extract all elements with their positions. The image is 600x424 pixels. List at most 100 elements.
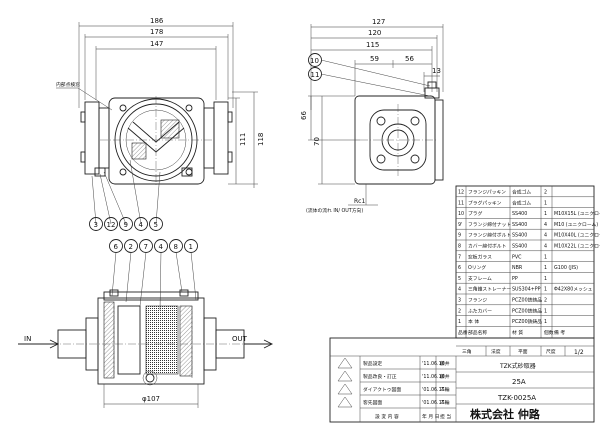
side-view: 127 120 115 59 56 13 66 70 10 11 xyxy=(300,18,444,214)
history-by-4: 三輪 xyxy=(440,399,450,406)
parts-cell-name: ふたカバー xyxy=(468,308,492,314)
dim-120: 120 xyxy=(368,29,381,37)
balloon-7: 7 xyxy=(144,243,148,251)
dim-178: 178 xyxy=(150,28,163,36)
dim-phi107: φ107 xyxy=(142,395,160,403)
parts-header-qty: 個数 xyxy=(544,329,554,336)
parts-table xyxy=(455,185,595,339)
history-by-3: 三輪 xyxy=(440,386,450,393)
parts-cell-no: 8 xyxy=(458,244,461,250)
parts-cell-mat: SS400 xyxy=(512,233,527,239)
scale-cell-2: 法度 xyxy=(491,348,501,355)
balloon-5: 5 xyxy=(154,221,158,229)
balloon-8: 8 xyxy=(174,243,178,251)
parts-cell-qty: 1 xyxy=(544,200,547,206)
history-label-4: 客先図面 xyxy=(363,399,382,406)
dim-115: 115 xyxy=(366,41,379,49)
product-name: TZK式砂取器 xyxy=(499,362,536,370)
dim-59: 59 xyxy=(370,55,379,63)
dim-70: 70 xyxy=(313,137,321,146)
balloon-12: 12 xyxy=(107,221,116,229)
parts-cell-note: M10X15L (ユニクローム) xyxy=(554,211,600,217)
parts-cell-qty: 1 xyxy=(544,211,547,217)
out-label: OUT xyxy=(232,335,248,343)
dim-127: 127 xyxy=(372,18,385,26)
parts-header-note: 備 考 xyxy=(554,329,565,336)
in-label: IN xyxy=(24,335,31,343)
parts-cell-note: M10 (ユニクローム) xyxy=(554,222,598,228)
balloon-4b: 4 xyxy=(159,243,164,251)
parts-cell-qty: 4 xyxy=(544,244,547,250)
inner-window-label: 内部点検窓 xyxy=(56,81,80,88)
balloon-4: 4 xyxy=(139,221,144,229)
product-size: 25A xyxy=(512,378,526,386)
balloon-9: 9 xyxy=(124,221,128,229)
parts-header-name: 部品名称 xyxy=(468,329,487,336)
parts-cell-name: フランジ xyxy=(468,298,487,304)
parts-cell-no: 9' xyxy=(458,222,462,228)
balloon-1: 1 xyxy=(189,243,193,251)
balloon-2: 2 xyxy=(129,243,133,251)
scale-value: 1/2 xyxy=(574,349,584,356)
parts-cell-no: 5 xyxy=(458,276,461,282)
history-date-4: '01.06.15 xyxy=(422,400,445,406)
parts-header-no: 品番 xyxy=(458,329,468,336)
parts-cell-mat: PVC xyxy=(512,254,522,260)
balloon-11: 11 xyxy=(311,71,320,79)
balloon-10: 10 xyxy=(310,57,319,65)
balloon-6: 6 xyxy=(114,243,119,251)
parts-cell-no: 9 xyxy=(458,233,461,239)
parts-cell-mat: SS400 xyxy=(512,211,527,217)
parts-cell-name: 本 体 xyxy=(468,318,479,325)
parts-cell-no: 10 xyxy=(458,211,464,217)
history-by-1: 藤井 xyxy=(440,360,450,367)
parts-cell-mat: SS400 xyxy=(512,244,527,250)
flow-note: (流体の流れ IN/ OUT方向) xyxy=(306,207,363,214)
parts-cell-name: フランジ締付ボルト xyxy=(468,232,511,239)
scale-cell-4: 尺度 xyxy=(546,348,556,355)
history-label-1: 製品設定 xyxy=(363,360,382,367)
parts-cell-no: 11 xyxy=(458,200,464,206)
parts-cell-qty: 1 xyxy=(544,287,547,293)
parts-header-mat: 材 質 xyxy=(512,329,523,336)
parts-cell-no: 4 xyxy=(458,287,461,293)
parts-cell-name: 窓板ガラス xyxy=(468,253,492,260)
parts-cell-note: G100 (JIS) xyxy=(554,265,578,271)
rc-label: Rc1 xyxy=(354,198,365,205)
dim-56: 56 xyxy=(405,55,414,63)
balloon-3: 3 xyxy=(94,221,98,229)
parts-cell-mat: NBR xyxy=(512,265,523,271)
scale-cell-1: 三角 xyxy=(462,348,472,355)
drawing-number: TZK-0025A xyxy=(497,394,536,402)
parts-cell-note: M10X22L (ユニクローム) xyxy=(554,244,600,250)
parts-cell-name: フランジ締付ナット xyxy=(468,221,511,228)
parts-cell-qty: 1 xyxy=(544,319,547,325)
parts-cell-mat: PCZ00鉄鋳品 xyxy=(512,318,542,325)
parts-cell-qty: 1 xyxy=(544,265,547,271)
parts-cell-name: Oリング xyxy=(468,264,486,271)
scale-cell-3: 平面 xyxy=(518,349,528,355)
history-date-2: '11.06.10 xyxy=(422,374,445,380)
history-by-5: 担 当 xyxy=(440,413,451,420)
parts-cell-name: フランジパッキン xyxy=(468,190,506,196)
dim-147: 147 xyxy=(150,40,163,48)
parts-cell-qty: 2 xyxy=(544,190,547,196)
parts-cell-no: 3 xyxy=(458,298,461,304)
parts-cell-qty: 1 xyxy=(544,254,547,260)
parts-cell-qty: 1 xyxy=(544,276,547,282)
parts-cell-no: 7 xyxy=(458,254,461,260)
parts-cell-note: Φ42X80メッシュ xyxy=(554,287,593,293)
dim-111: 111 xyxy=(239,133,247,146)
parts-cell-no: 12 xyxy=(458,190,464,196)
parts-cell-name: カバー締付ボルト xyxy=(468,243,507,250)
history-date-5: 年 月 日 xyxy=(422,413,439,420)
parts-cell-name: プラグパッキン xyxy=(468,199,502,206)
history-label-3: ダイアクトゥ図面 xyxy=(363,386,401,393)
title-block: 三角 法度 平面 尺度 1/2 TZK式砂取器 25A TZK-0025A 株式… xyxy=(329,337,595,423)
parts-cell-mat: 合成ゴム xyxy=(512,189,531,196)
history-date-1: '11.06.10 xyxy=(422,361,445,367)
history-date-3: '01.06.15 xyxy=(422,387,445,393)
parts-cell-no: 1 xyxy=(458,319,461,325)
front-view: 186 178 147 xyxy=(56,17,265,225)
